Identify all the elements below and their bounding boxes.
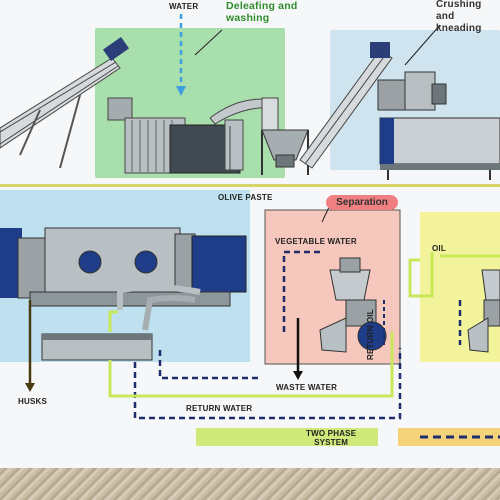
waste-water-arrow-head <box>293 371 303 380</box>
leader-crushing <box>404 24 441 66</box>
return-oil-label: RETURN OIL <box>366 309 375 360</box>
legend-two-phase-line1: TWO PHASE <box>306 429 357 438</box>
water-arrow-head <box>176 86 186 96</box>
washing-machine <box>107 97 279 174</box>
legend-two-phase-swatch <box>196 428 378 446</box>
water-label: WATER <box>169 2 199 11</box>
crushing-label: Crushing and kneading <box>436 0 482 34</box>
olive-paste-label: OLIVE PASTE <box>218 193 273 202</box>
return-water-label: RETURN WATER <box>186 404 253 413</box>
section-divider <box>0 184 500 187</box>
conveyor-2 <box>299 42 393 169</box>
husks-label: HUSKS <box>18 397 48 406</box>
oil-lines <box>108 252 500 398</box>
oil-label: OIL <box>432 244 446 253</box>
vegetable-water-label: VEGETABLE WATER <box>275 237 357 246</box>
deleafing-label: Deleafing and washing <box>226 0 298 24</box>
waste-water-label: WASTE WATER <box>276 383 338 392</box>
separation-pill: Separation <box>326 195 398 210</box>
kneader <box>379 117 500 180</box>
hopper <box>261 129 309 175</box>
legend-two-phase-label: TWO PHASE SYSTEM <box>306 429 356 447</box>
legend-two-phase-line2: SYSTEM <box>314 438 349 447</box>
conveyor-1 <box>0 36 130 169</box>
floor-background <box>0 468 500 500</box>
leader-deleafing <box>194 29 223 56</box>
decanter <box>0 227 247 331</box>
husk-tank <box>41 333 153 361</box>
husks-arrow-head <box>25 383 35 392</box>
separator-1 <box>319 257 387 353</box>
separator-2 <box>467 269 500 353</box>
crusher <box>377 71 447 111</box>
